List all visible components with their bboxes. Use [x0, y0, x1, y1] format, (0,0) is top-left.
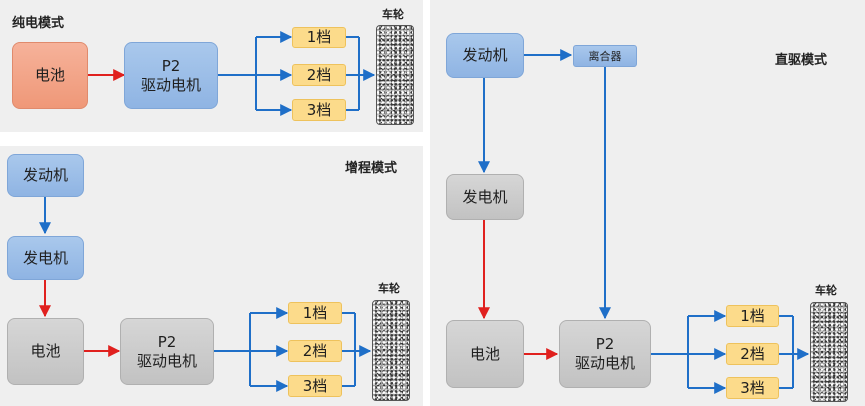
generator-box: 发电机: [446, 174, 524, 220]
engine-box: 发动机: [7, 154, 84, 197]
wheel-image: [372, 300, 410, 401]
gear-1-box: 1档: [292, 27, 346, 48]
generator-label: 发电机: [22, 248, 68, 267]
clutch-label: 离合器: [588, 49, 622, 63]
wheel-label: 车轮: [382, 8, 404, 21]
p2-drive-motor-box: P2 驱动电机: [124, 42, 218, 109]
clutch-box: 离合器: [573, 45, 637, 67]
motor-label-line2: 驱动电机: [136, 351, 197, 370]
gear-3-box: 3档: [288, 375, 342, 397]
motor-label-line1: P2: [161, 56, 181, 75]
battery-label: 电池: [469, 344, 500, 363]
p2-drive-motor-box: P2 驱动电机: [120, 318, 214, 385]
battery-box: 电池: [446, 320, 524, 388]
motor-label-line1: P2: [157, 332, 177, 351]
gear-3-box: 3档: [292, 99, 346, 121]
battery-box: 电池: [7, 318, 84, 385]
engine-box: 发动机: [446, 33, 524, 78]
gear-1-box: 1档: [288, 302, 342, 324]
generator-box: 发电机: [7, 236, 84, 280]
battery-label: 电池: [30, 342, 61, 360]
gear-2-box: 2档: [288, 340, 342, 362]
battery-box: 电池: [12, 42, 88, 109]
gear-2-box: 2档: [726, 343, 779, 365]
wheel-label: 车轮: [378, 282, 400, 295]
motor-label-line2: 驱动电机: [140, 75, 201, 94]
direct-drive-title: 直驱模式: [775, 53, 828, 68]
wheel-image: [810, 302, 848, 402]
gear-2-box: 2档: [292, 64, 346, 86]
range-extender-title: 增程模式: [345, 161, 398, 176]
pure-electric-title: 纯电模式: [12, 16, 65, 31]
p2-drive-motor-box: P2 驱动电机: [559, 320, 651, 388]
wheel-image: [376, 25, 414, 125]
gear-3-box: 3档: [726, 377, 779, 399]
wheel-label: 车轮: [815, 284, 837, 297]
motor-label-line1: P2: [595, 335, 615, 353]
engine-label: 发动机: [22, 166, 68, 184]
battery-label: 电池: [34, 66, 65, 84]
gear-1-box: 1档: [726, 305, 779, 327]
engine-label: 发动机: [462, 46, 508, 64]
generator-label: 发电机: [462, 187, 508, 206]
motor-label-line2: 驱动电机: [574, 354, 635, 372]
